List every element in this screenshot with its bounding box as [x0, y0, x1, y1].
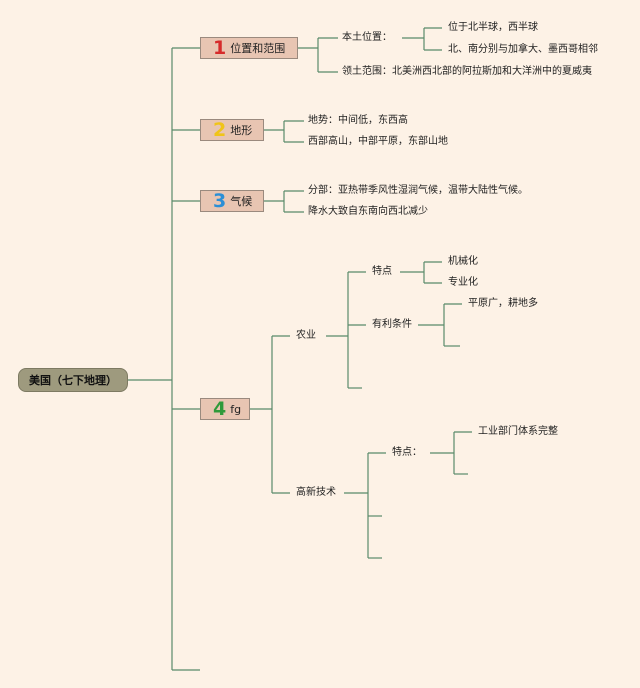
topic-number-4: 4	[213, 398, 227, 420]
topic-node-4[interactable]: 4 fg	[200, 398, 250, 420]
node-1-1[interactable]: 本土位置：	[342, 32, 392, 43]
node-3-2[interactable]: 降水大致自东南向西北减少	[308, 206, 428, 217]
node-4-1-2-1[interactable]: 平原广，耕地多	[468, 298, 538, 309]
topic-label-3: 气候	[230, 195, 253, 208]
topic-number-3: 3	[213, 190, 227, 212]
root-node[interactable]: 美国（七下地理）	[18, 368, 128, 392]
topic-node-2[interactable]: 2 地形	[200, 119, 264, 141]
topic-label-2: 地形	[230, 124, 253, 137]
node-4-2[interactable]: 高新技术	[296, 487, 336, 498]
node-1-1-1[interactable]: 位于北半球，西半球	[448, 22, 538, 33]
node-4-1-2[interactable]: 有利条件	[372, 319, 412, 330]
node-3-1[interactable]: 分部：亚热带季风性湿润气候，温带大陆性气候。	[308, 185, 528, 196]
node-4-1-1-2[interactable]: 专业化	[448, 277, 478, 288]
topic-node-3[interactable]: 3 气候	[200, 190, 264, 212]
node-2-1[interactable]: 地势：中间低，东西高	[308, 115, 408, 126]
node-4-2-1-1[interactable]: 工业部门体系完整	[478, 426, 558, 437]
node-2-2[interactable]: 西部高山，中部平原，东部山地	[308, 136, 448, 147]
node-4-2-1[interactable]: 特点：	[392, 447, 422, 458]
root-label: 美国（七下地理）	[29, 374, 117, 387]
node-1-2[interactable]: 领土范围：北美洲西北部的阿拉斯加和大洋洲中的夏威夷	[342, 66, 592, 77]
node-1-1-2[interactable]: 北、南分别与加拿大、墨西哥相邻	[448, 44, 598, 55]
node-4-1-1-1[interactable]: 机械化	[448, 256, 478, 267]
topic-label-1: 位置和范围	[230, 42, 286, 55]
node-4-1[interactable]: 农业	[296, 330, 316, 341]
topic-node-1[interactable]: 1 位置和范围	[200, 37, 298, 59]
topic-label-4: fg	[230, 402, 242, 416]
topic-number-1: 1	[213, 37, 227, 59]
topic-number-2: 2	[213, 119, 227, 141]
node-4-1-1[interactable]: 特点	[372, 266, 392, 277]
